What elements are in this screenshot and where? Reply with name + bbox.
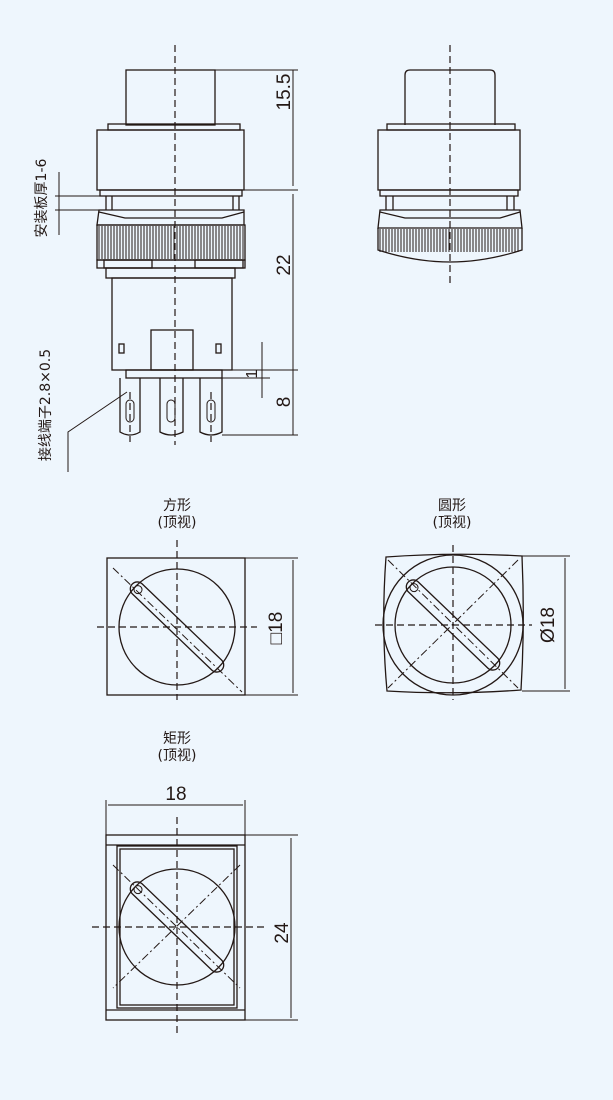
dimension-lines xyxy=(55,69,298,472)
dim-body-height: 22 xyxy=(274,254,295,275)
rect-title: 矩形 xyxy=(163,731,191,747)
switch-body xyxy=(111,277,233,371)
rect-subtitle: (顶视) xyxy=(158,748,197,764)
square-title: 方形 xyxy=(163,498,191,514)
rect-dim-width: 18 xyxy=(165,784,186,805)
knurled-ring-rear xyxy=(377,228,523,263)
round-top-view: 圆形 (顶视) Ø18 xyxy=(375,498,570,700)
rect-top-view: 矩形 (顶视) 18 24 xyxy=(92,731,298,1035)
base xyxy=(125,369,223,379)
dim-cap-height: 15.5 xyxy=(274,74,295,111)
round-dim: Ø18 xyxy=(538,607,559,643)
label-panel-thickness: 安装板厚1-6 xyxy=(34,158,50,237)
side-view-rear xyxy=(377,45,523,285)
terminal-pins xyxy=(119,378,223,442)
square-top-view: 方形 (顶视) □18 xyxy=(97,498,298,700)
round-title: 圆形 xyxy=(438,498,466,514)
dim-gap: 1 xyxy=(244,369,261,378)
dim-pin-length: 8 xyxy=(274,397,295,408)
square-dim: □18 xyxy=(266,612,287,645)
bezel xyxy=(96,129,245,191)
side-view-front: 15.5 22 8 1 安装板厚1-6 接线端子2.8×0.5 xyxy=(34,45,298,472)
label-terminal-size: 接线端子2.8×0.5 xyxy=(37,349,54,461)
round-subtitle: (顶视) xyxy=(433,515,472,531)
square-subtitle: (顶视) xyxy=(158,515,197,531)
rect-dim-height: 24 xyxy=(272,922,293,944)
knob-cap xyxy=(125,69,216,126)
